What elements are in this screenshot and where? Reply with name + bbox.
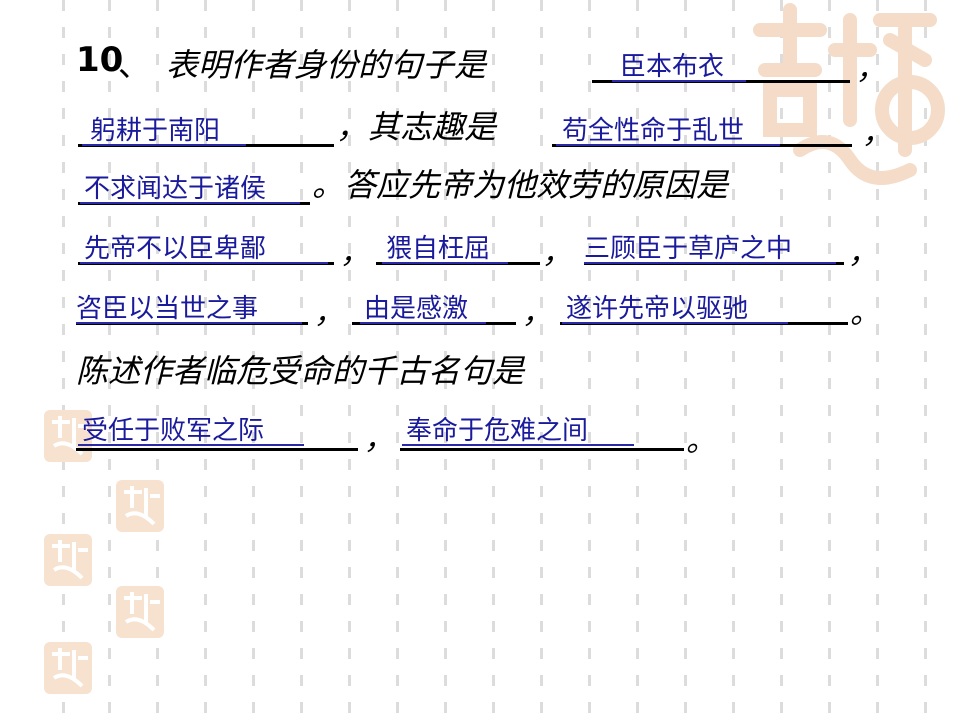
comma: ， bbox=[340, 236, 370, 271]
answer-4: 不求闻达于诸侯 bbox=[84, 174, 267, 204]
answer-underline bbox=[562, 322, 788, 324]
answer-7: 三顾臣于草庐之中 bbox=[584, 234, 793, 264]
answer-5: 先帝不以臣卑鄙 bbox=[84, 234, 267, 264]
answer-underline bbox=[80, 262, 328, 264]
answer-underline bbox=[360, 322, 486, 324]
comma: ， bbox=[542, 236, 572, 271]
answer-6: 猥自枉屈 bbox=[386, 234, 491, 264]
decorative-seal-small bbox=[42, 640, 94, 696]
answer-11: 受任于败军之际 bbox=[82, 416, 265, 446]
answer-underline bbox=[584, 262, 836, 264]
answer-1: 臣本布衣 bbox=[620, 52, 725, 82]
comma: ， bbox=[856, 52, 886, 87]
answer-underline bbox=[80, 202, 300, 204]
comma: ， bbox=[364, 422, 394, 457]
question-text-line3: 。答应先帝为他效劳的原因是 bbox=[312, 166, 729, 204]
question-separator: 、 bbox=[118, 46, 151, 84]
answer-8: 咨臣以当世之事 bbox=[76, 294, 259, 324]
answer-10: 遂许先帝以驱驰 bbox=[566, 294, 749, 324]
answer-blank bbox=[400, 448, 684, 451]
decorative-seal-small bbox=[114, 478, 166, 534]
answer-9: 由是感激 bbox=[364, 294, 469, 324]
period: 。 bbox=[850, 296, 880, 331]
answer-2: 躬耕于南阳 bbox=[90, 116, 221, 146]
comma: ， bbox=[522, 296, 552, 331]
comma: ， bbox=[862, 116, 892, 151]
period: 。 bbox=[686, 424, 716, 459]
answer-blank bbox=[76, 448, 358, 451]
answer-underline bbox=[382, 262, 508, 264]
decorative-seal-small bbox=[42, 532, 94, 588]
decorative-seal-large bbox=[740, 0, 960, 190]
answer-underline bbox=[82, 144, 246, 146]
answer-underline bbox=[612, 80, 746, 82]
answer-underline bbox=[556, 144, 780, 146]
answer-12: 奉命于危难之间 bbox=[406, 416, 589, 446]
answer-3: 苟全性命于乱世 bbox=[562, 116, 745, 146]
answer-underline bbox=[76, 322, 302, 324]
question-text-line1: 表明作者身份的句子是 bbox=[166, 46, 487, 84]
comma: ， bbox=[848, 236, 878, 271]
answer-underline bbox=[78, 444, 304, 446]
decorative-seal-small bbox=[114, 584, 166, 640]
answer-underline bbox=[402, 444, 634, 446]
question-text-line2: ，其志趣是 bbox=[336, 108, 497, 146]
comma: ， bbox=[314, 296, 344, 331]
question-number: 10 bbox=[76, 40, 124, 80]
question-text-line6: 陈述作者临危受命的千古名句是 bbox=[76, 352, 525, 390]
